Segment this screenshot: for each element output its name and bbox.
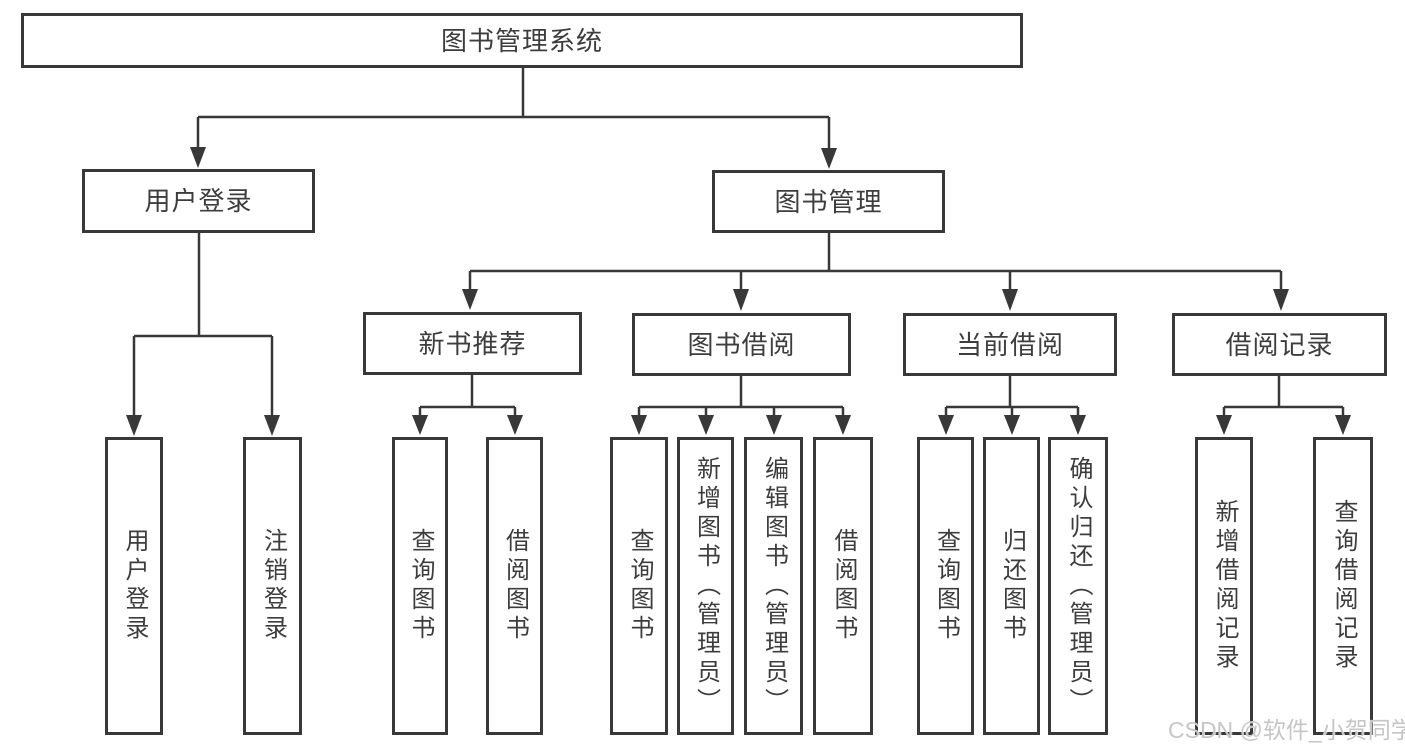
leaf-confirm-return-admin: 确认归还（管理员） (1048, 437, 1108, 735)
leaf-borrow-books-recommend: 借阅图书 (486, 437, 543, 735)
csdn-watermark: CSDN @软件_小贺同学 (1168, 717, 1405, 743)
leaf-user-login: 用户登录 (105, 437, 163, 735)
node-borrow-records: 借阅记录 (1172, 313, 1387, 376)
node-book-borrow: 图书借阅 (632, 313, 851, 376)
node-book-management: 图书管理 (712, 170, 945, 233)
leaf-query-books-recommend: 查询图书 (392, 437, 448, 735)
leaf-query-borrow-record: 查询借阅记录 (1313, 437, 1373, 735)
node-new-book-recommend: 新书推荐 (363, 312, 582, 375)
arrowheads (126, 147, 1351, 436)
leaf-add-books-admin: 新增图书（管理员） (677, 437, 734, 735)
leaf-add-borrow-record: 新增借阅记录 (1195, 437, 1253, 735)
leaf-query-books-current: 查询图书 (917, 437, 974, 735)
node-user-login: 用户登录 (82, 169, 315, 233)
leaf-borrow-books: 借阅图书 (813, 437, 873, 735)
leaf-edit-books-admin: 编辑图书（管理员） (744, 437, 803, 735)
node-library-management-system: 图书管理系统 (21, 13, 1023, 68)
node-current-borrow: 当前借阅 (903, 313, 1117, 376)
leaf-logout: 注销登录 (243, 437, 302, 735)
leaf-return-books: 归还图书 (983, 437, 1040, 735)
leaf-query-books-borrow: 查询图书 (610, 437, 668, 735)
